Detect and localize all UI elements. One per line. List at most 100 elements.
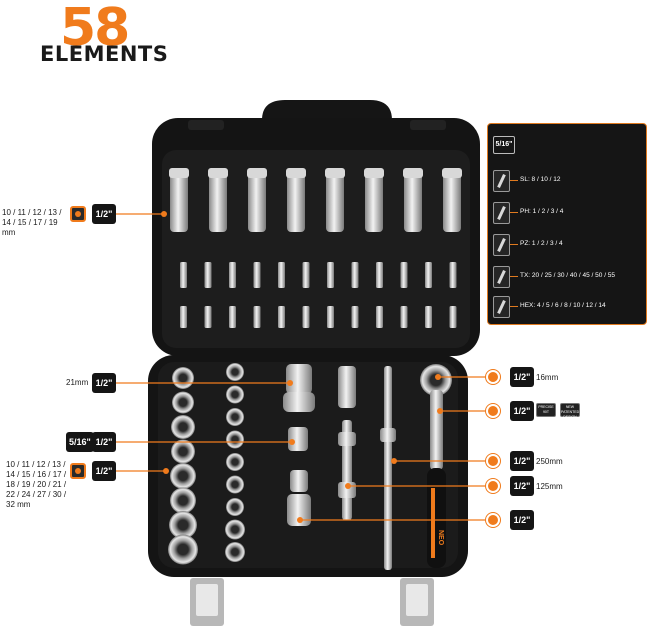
bit — [302, 262, 310, 288]
bit — [253, 262, 261, 288]
bit-row-text: PZ: 1 / 2 / 3 / 4 — [520, 240, 563, 247]
joint-drive-badge: 1/2" — [510, 401, 534, 421]
bit — [351, 306, 359, 328]
hex-bit-icon — [493, 296, 510, 318]
ext-drive-badge: 1/2" — [510, 476, 534, 496]
bottom-socket-sizes-label: 10 / 11 / 12 / 13 / 14 / 15 / 16 / 17 / … — [6, 460, 67, 509]
case-brand-label: NEO — [437, 530, 444, 546]
bit — [180, 306, 187, 328]
bar-length-label: 250mm — [536, 457, 563, 466]
bit — [253, 306, 261, 328]
bit — [327, 306, 334, 328]
socket-columns — [168, 363, 245, 565]
ext-length-label: 125mm — [536, 482, 563, 491]
phillips-bit-icon — [493, 202, 510, 224]
extension-bars — [338, 366, 356, 520]
socket — [172, 391, 194, 414]
socket-icon — [70, 463, 86, 479]
bit — [204, 262, 212, 288]
slotted-bit-icon — [493, 170, 510, 192]
adapter-socket — [288, 427, 308, 451]
bit — [302, 306, 310, 328]
socket-21mm — [283, 364, 315, 412]
bit — [229, 262, 236, 288]
adapter-drive-badge: 5/16" — [66, 432, 94, 452]
case-handle — [262, 100, 392, 145]
bit — [351, 262, 359, 288]
deep-socket — [169, 168, 189, 232]
bit — [327, 262, 334, 288]
precise-90t-badge: PRECISE 90T — [536, 403, 556, 417]
deep-socket — [364, 168, 384, 232]
socket — [226, 475, 244, 494]
socket — [226, 430, 244, 449]
socket-21mm-drive-badge: 1/2" — [92, 373, 116, 393]
long-bit-row — [180, 262, 457, 288]
socket — [168, 534, 198, 565]
socket — [226, 453, 244, 471]
element-count-heading: 58 — [60, 0, 130, 58]
bit-row-text: HEX: 4 / 5 / 6 / 8 / 10 / 12 / 14 — [520, 302, 606, 309]
deep-socket-row — [169, 168, 462, 232]
socket — [171, 415, 195, 439]
bar-dot-icon — [486, 454, 500, 468]
joint-dot-icon — [486, 404, 500, 418]
bit — [278, 306, 285, 328]
bit-holder-size: 5/16" — [493, 136, 515, 154]
bit — [400, 262, 408, 288]
socket — [226, 385, 244, 404]
case-lid-latch-right — [410, 120, 446, 130]
patented-design-badge: NEW PATENTED DESIGN — [560, 403, 580, 419]
socket — [225, 542, 245, 562]
bit-row-text: TX: 20 / 25 / 30 / 40 / 45 / 50 / 55 — [520, 272, 616, 279]
case-lid-latch-left — [188, 120, 224, 130]
deep-socket — [286, 168, 306, 232]
bit-set-panel: 5/16" SL: 8 / 10 / 12 PH: 1 / 2 / 3 / 4 … — [487, 123, 647, 325]
deep-socket — [403, 168, 423, 232]
bit — [180, 262, 187, 288]
bit-row-torx: TX: 20 / 25 / 30 / 40 / 45 / 50 / 55 — [488, 266, 648, 290]
deep-socket — [325, 168, 345, 232]
universal-joint — [287, 470, 311, 526]
torx-bit-icon — [493, 266, 510, 288]
bit-row-text: SL: 8 / 10 / 12 — [520, 176, 561, 183]
bit-row-slotted: SL: 8 / 10 / 12 — [488, 170, 648, 194]
socket — [226, 363, 244, 381]
bit — [425, 306, 432, 328]
ratchet-drive-badge: 1/2" — [510, 367, 534, 387]
sliding-t-bar — [380, 366, 396, 570]
ujoint-dot-icon — [486, 513, 500, 527]
bar-drive-badge: 1/2" — [510, 451, 534, 471]
socket — [225, 519, 245, 540]
bit-row-hex: HEX: 4 / 5 / 6 / 8 / 10 / 12 / 14 — [488, 296, 648, 320]
adapter-drive2-badge: 1/2" — [92, 432, 116, 452]
socket — [172, 367, 194, 389]
bit — [425, 262, 432, 288]
bit-row-phillips: PH: 1 / 2 / 3 / 4 — [488, 202, 648, 226]
socket-icon — [70, 206, 86, 222]
deep-socket — [208, 168, 228, 232]
ratchet-dot-icon — [486, 370, 500, 384]
bit — [400, 306, 408, 328]
top-socket-sizes-label: 10 / 11 / 12 / 13 / 14 / 15 / 17 / 19 mm — [2, 208, 62, 237]
bit-row-text: PH: 1 / 2 / 3 / 4 — [520, 208, 564, 215]
bit — [449, 262, 457, 288]
socket — [226, 498, 244, 516]
bit — [449, 306, 457, 328]
pozidriv-bit-icon — [493, 234, 510, 256]
case-hinges — [190, 578, 434, 626]
bit — [376, 262, 383, 288]
socket — [226, 408, 244, 426]
short-bit-row — [180, 306, 457, 328]
top-drive-badge: 1/2" — [92, 204, 116, 224]
ext-dot-icon — [486, 479, 500, 493]
socket — [169, 511, 197, 539]
ratchet-length-label: 16mm — [536, 373, 559, 382]
bit — [204, 306, 212, 328]
bottom-drive-badge: 1/2" — [92, 461, 116, 481]
socket — [171, 439, 195, 464]
bit-row-pozidriv: PZ: 1 / 2 / 3 / 4 — [488, 234, 648, 258]
deep-socket — [247, 168, 267, 232]
socket-21mm-label: 21mm — [66, 378, 89, 387]
